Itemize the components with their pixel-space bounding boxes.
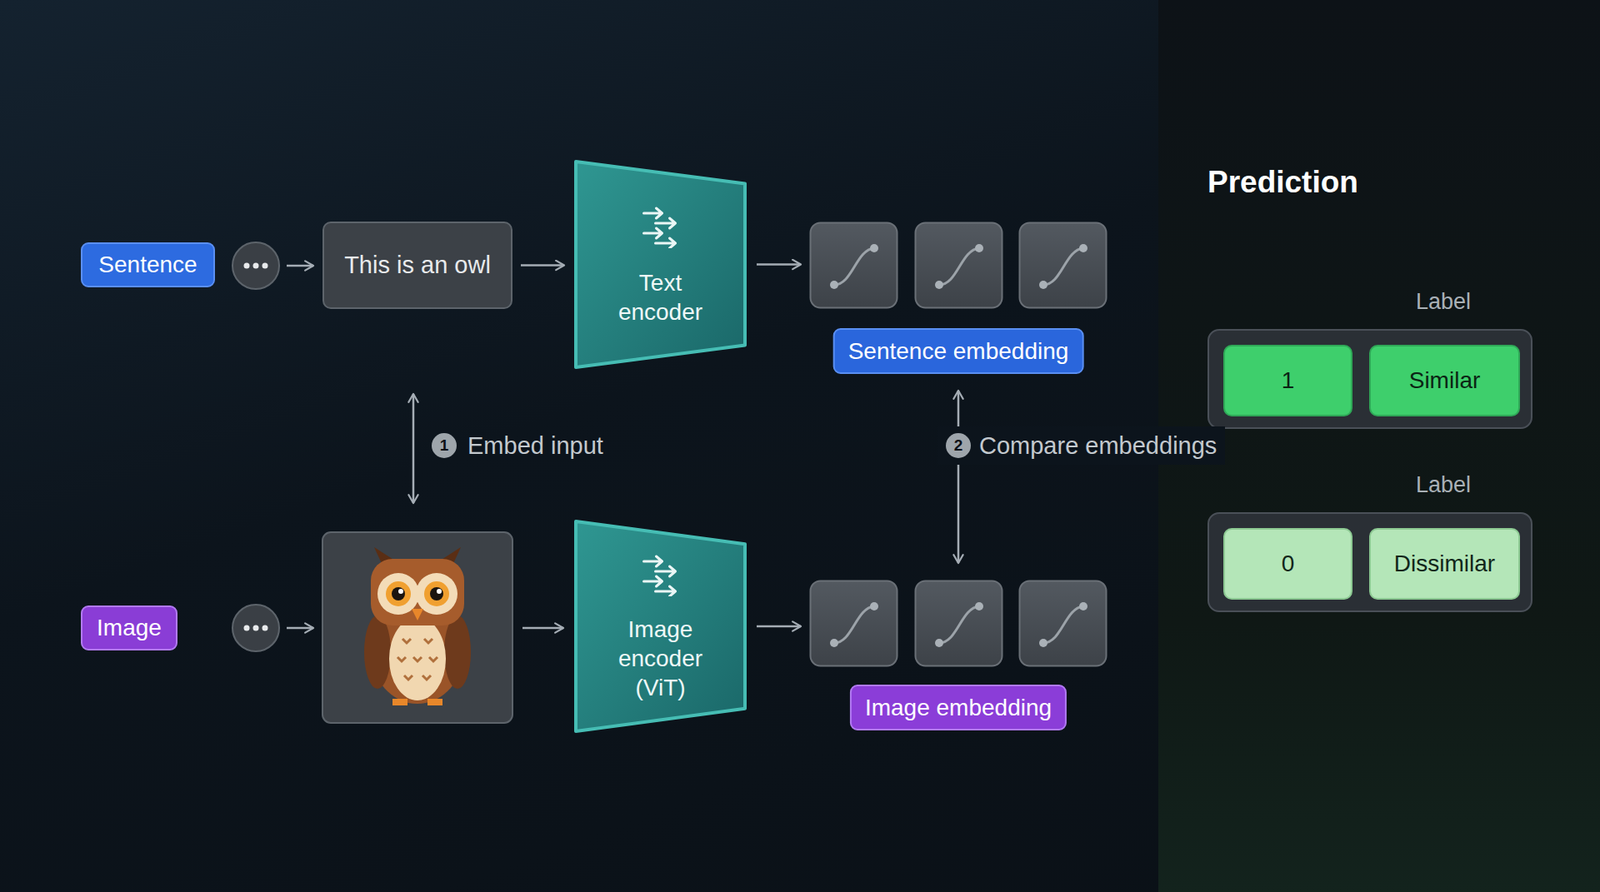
- connector-arrow: [520, 264, 565, 267]
- ellipsis-circle: [232, 605, 280, 652]
- node-text: Sentence: [98, 251, 197, 279]
- node-text: 0: [1281, 550, 1295, 578]
- image-frame: [322, 532, 513, 724]
- input-type-pill: Sentence: [80, 242, 215, 288]
- node-text: This is an owl: [344, 251, 491, 280]
- ellipsis-circle: [232, 242, 280, 290]
- trapezoid-outline: [575, 521, 745, 732]
- input-box: This is an owl: [322, 221, 513, 310]
- connector-arrow: [756, 625, 801, 629]
- node-text: Label: [1415, 472, 1471, 499]
- encoder-icon: [644, 208, 676, 249]
- label-class: Similar: [1369, 345, 1520, 417]
- embedding-group: Sentence embedding: [809, 221, 1108, 375]
- label-container: Label1Similar: [1207, 329, 1533, 430]
- node-text: Image: [96, 615, 162, 642]
- callout-number: 1: [431, 433, 457, 459]
- encoder-block: Image encoder (ViT): [572, 518, 749, 735]
- node-text: Image encoder (ViT): [598, 615, 724, 703]
- edge-label: Compare embeddings: [979, 431, 1217, 460]
- node-text: Label: [1415, 289, 1471, 315]
- panel-title: Prediction: [1207, 165, 1359, 200]
- embedding-group: Image embedding: [809, 580, 1108, 731]
- edge-label-patch: 2 Compare embeddings: [937, 426, 1225, 465]
- node-text: Image embedding: [850, 685, 1067, 731]
- connector-arrow: [957, 390, 960, 564]
- encoder-block: Text encoder: [572, 158, 749, 371]
- label-value: 0: [1223, 528, 1353, 600]
- node-text: Text encoder: [598, 268, 724, 327]
- label-class: Dissimilar: [1369, 528, 1520, 600]
- node-text: 1: [1281, 367, 1295, 395]
- callout-number: 2: [945, 433, 971, 459]
- input-type-pill: Image: [80, 605, 178, 651]
- encoder-shape: [572, 158, 749, 371]
- encoder-icon: [644, 556, 676, 597]
- label-value: 1: [1223, 345, 1353, 417]
- connector-arrow: [756, 263, 801, 266]
- owl-illustration: [364, 547, 471, 706]
- node-text: Similar: [1409, 367, 1481, 395]
- label-container: Label0Dissimilar: [1207, 512, 1533, 613]
- node-text: Sentence embedding: [833, 328, 1085, 375]
- node-text: Dissimilar: [1394, 550, 1495, 578]
- trapezoid-outline: [575, 161, 745, 368]
- step-label: Embed input: [467, 431, 604, 460]
